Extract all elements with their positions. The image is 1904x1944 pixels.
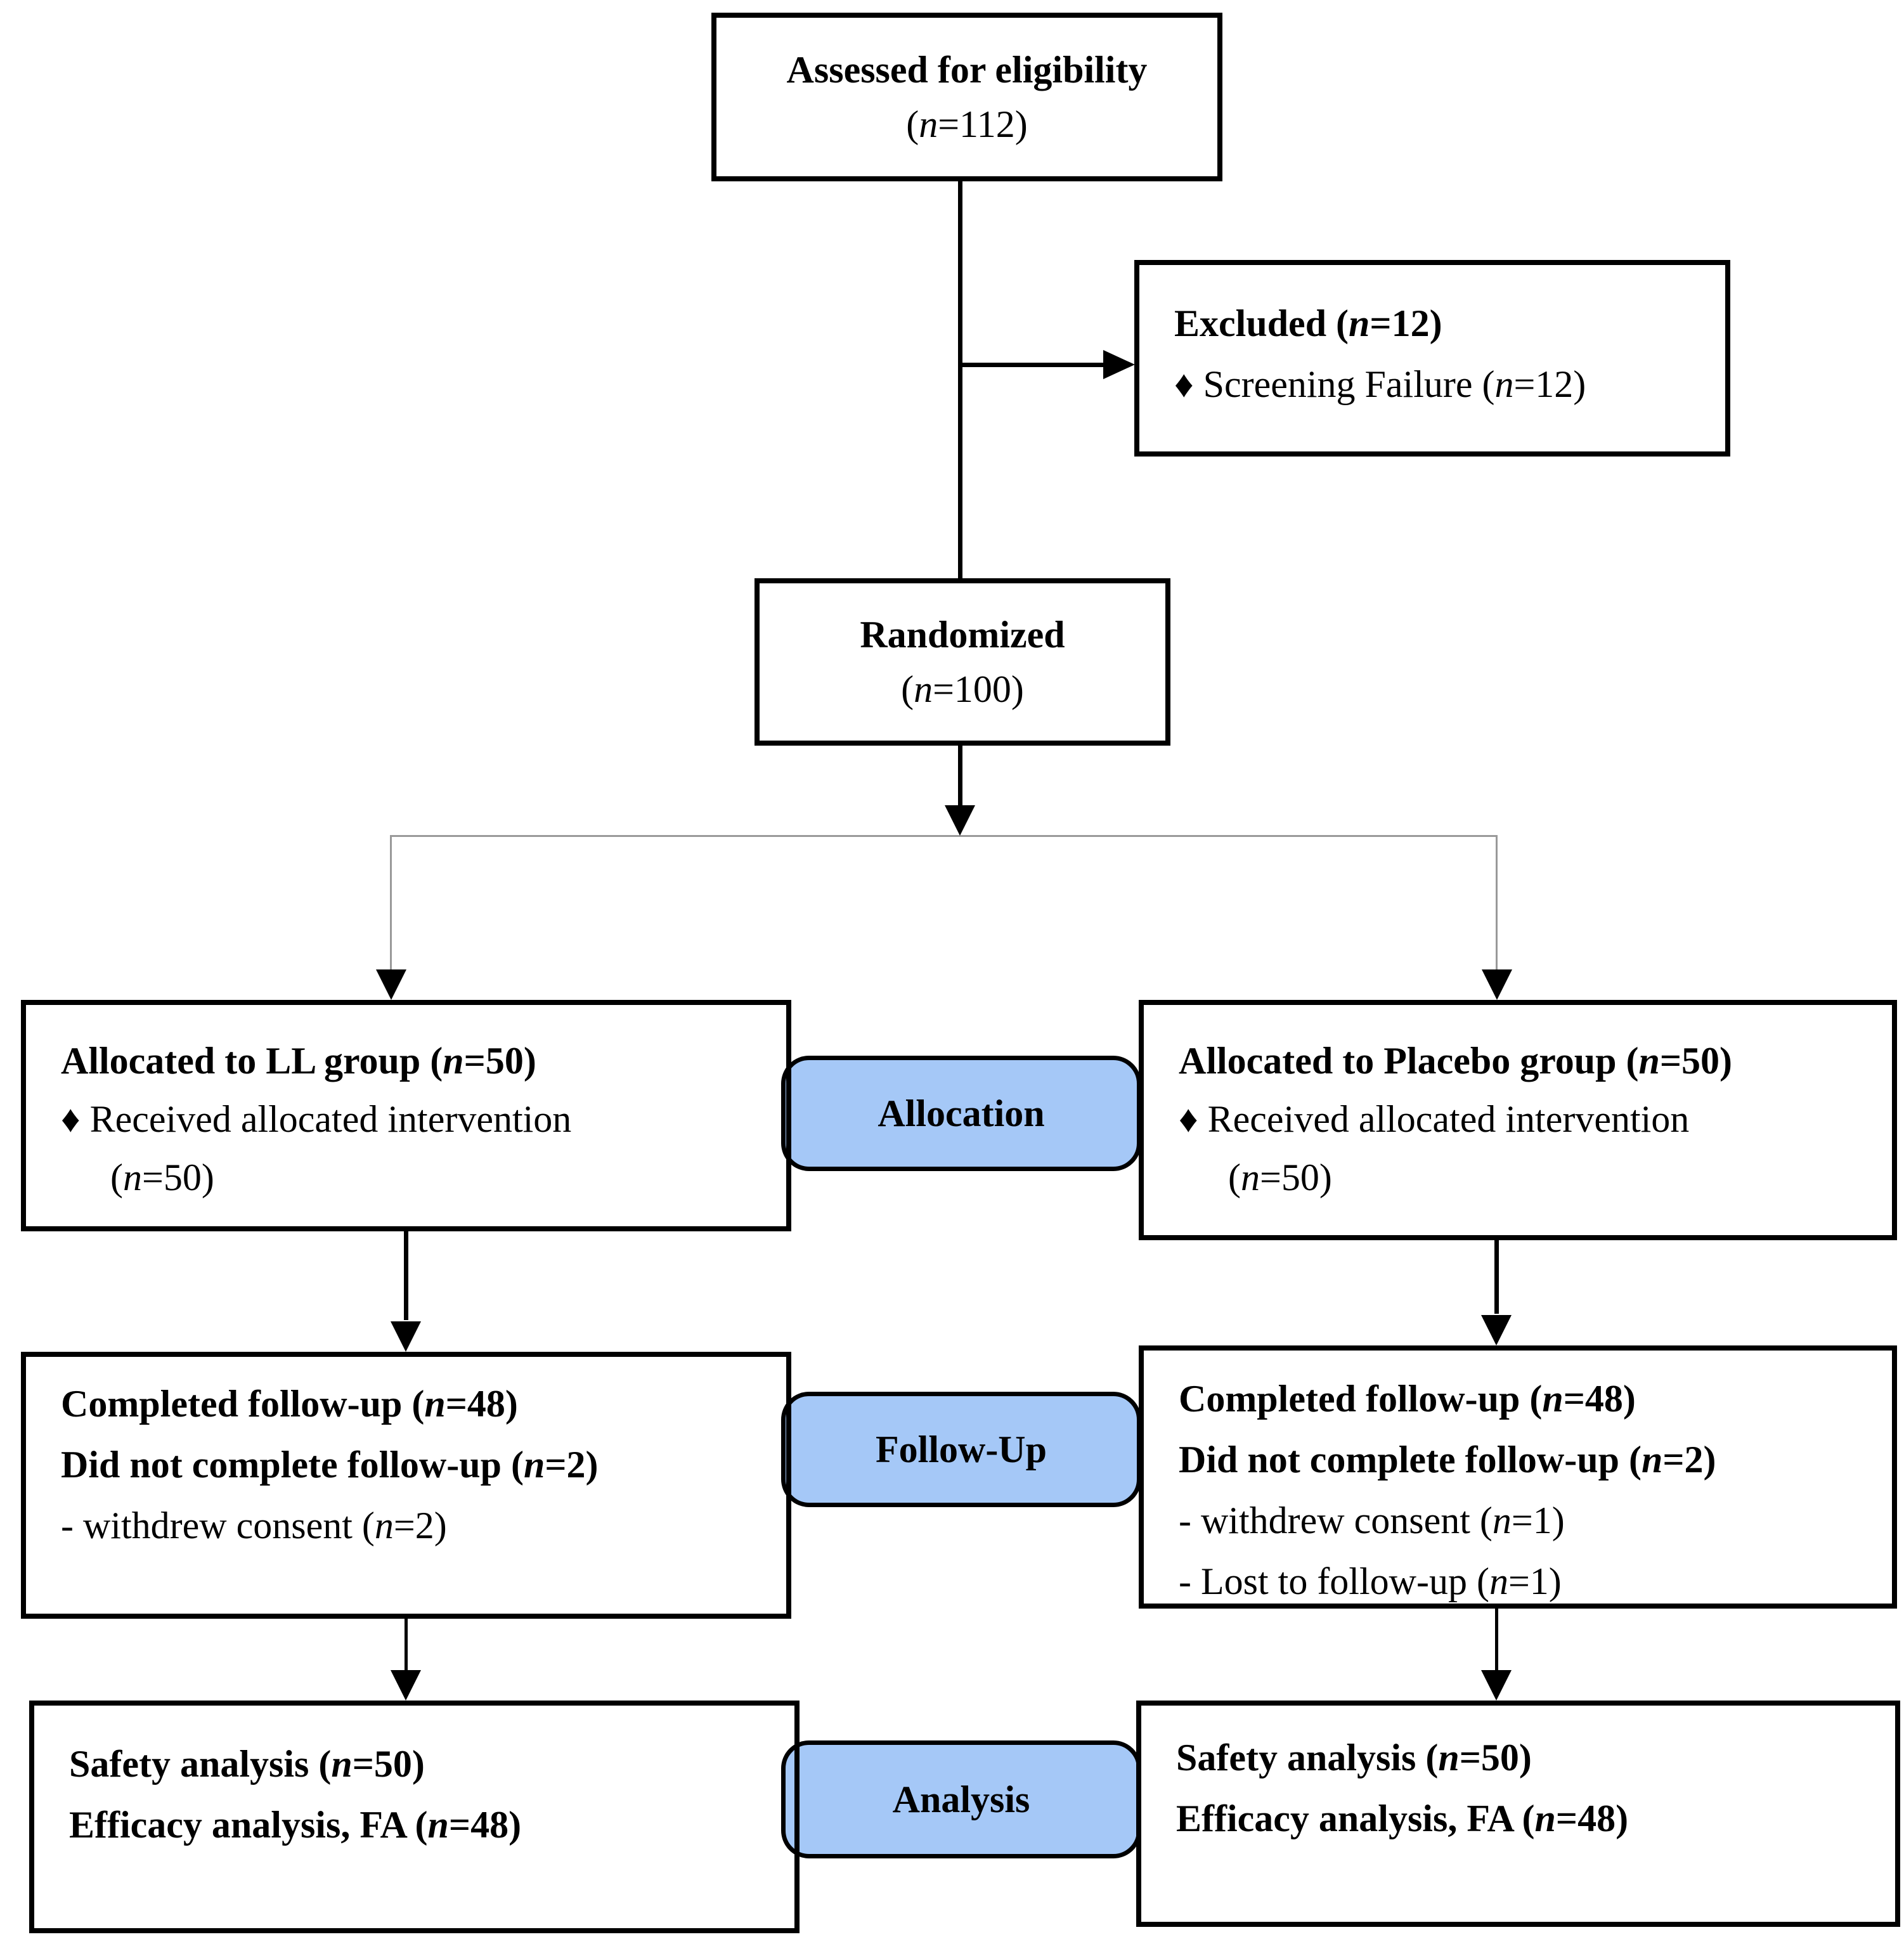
followup-left-box: Completed follow-up (n=48) Did not compl… [21, 1352, 791, 1619]
analysis-left-box: Safety analysis (n=50) Efficacy analysis… [29, 1701, 800, 1933]
connector-eligibility-randomized [958, 181, 962, 578]
fu-right-line3: - withdrew consent (n=1) [1179, 1500, 1565, 1541]
stage-follow-up: Follow-Up [781, 1392, 1141, 1507]
stage-allocation-label: Allocation [878, 1092, 1045, 1134]
stage-follow-up-label: Follow-Up [876, 1428, 1047, 1470]
randomized-title: Randomized [860, 614, 1065, 656]
eligibility-title: Assessed for eligibility [786, 49, 1148, 91]
stage-analysis: Analysis [781, 1740, 1141, 1858]
stage-analysis-label: Analysis [892, 1778, 1030, 1820]
eligibility-box: Assessed for eligibility (n=112) [711, 13, 1222, 181]
allocated-right-bullet-cont: (n=50) [1228, 1157, 1332, 1198]
analysis-right-arrowhead-icon [1481, 1670, 1512, 1701]
connector-furight-analysisright [1495, 1609, 1498, 1673]
analysis-left-arrowhead-icon [391, 1670, 421, 1701]
branch-horizontal-line [390, 835, 1497, 837]
branch-arrowhead-icon [945, 805, 975, 836]
fu-left-line1: Completed follow-up (n=48) [61, 1383, 518, 1425]
allocated-right-title: Allocated to Placebo group (n=50) [1179, 1040, 1733, 1082]
excluded-title: Excluded (n=12) [1174, 302, 1442, 344]
allocated-left-box: Allocated to LL group (n=50) ♦ Received … [21, 1000, 791, 1231]
connector-allocright-furight [1494, 1240, 1499, 1314]
alloc-right-arrowhead-icon [1482, 969, 1512, 1000]
randomized-box: Randomized (n=100) [754, 578, 1170, 746]
excluded-arrowhead-icon [1103, 350, 1135, 379]
fu-right-line4: - Lost to follow-up (n=1) [1179, 1560, 1562, 1602]
allocated-right-bullet: ♦ Received allocated intervention [1179, 1098, 1690, 1140]
excluded-box: Excluded (n=12) ♦ Screening Failure (n=1… [1134, 260, 1730, 457]
fu-left-line3: - withdrew consent (n=2) [61, 1505, 447, 1546]
fu-left-arrowhead-icon [391, 1321, 421, 1352]
fu-right-line2: Did not complete follow-up (n=2) [1179, 1439, 1716, 1481]
fu-left-line2: Did not complete follow-up (n=2) [61, 1444, 599, 1486]
eligibility-n: (n=112) [906, 103, 1028, 145]
alloc-left-arrowhead-icon [376, 969, 406, 1000]
analysis-left-line1: Safety analysis (n=50) [69, 1743, 425, 1785]
excluded-item: ♦ Screening Failure (n=12) [1174, 363, 1586, 405]
allocated-left-bullet-cont: (n=50) [110, 1157, 214, 1198]
followup-right-box: Completed follow-up (n=48) Did not compl… [1139, 1345, 1897, 1609]
allocated-left-title: Allocated to LL group (n=50) [61, 1040, 536, 1082]
analysis-right-line1: Safety analysis (n=50) [1176, 1737, 1532, 1779]
connector-fuleft-analysisleft [405, 1619, 408, 1673]
allocated-left-bullet: ♦ Received allocated intervention [61, 1098, 572, 1140]
fu-right-line1: Completed follow-up (n=48) [1179, 1378, 1636, 1420]
branch-drop-right [1496, 835, 1498, 971]
branch-drop-left [390, 835, 392, 971]
connector-randomized-branch [958, 746, 962, 807]
stage-allocation: Allocation [781, 1056, 1141, 1171]
analysis-left-line2: Efficacy analysis, FA (n=48) [69, 1804, 522, 1846]
analysis-right-line2: Efficacy analysis, FA (n=48) [1176, 1798, 1629, 1839]
fu-right-arrowhead-icon [1481, 1315, 1512, 1345]
allocated-right-box: Allocated to Placebo group (n=50) ♦ Rece… [1139, 1000, 1897, 1240]
analysis-right-box: Safety analysis (n=50) Efficacy analysis… [1136, 1701, 1900, 1927]
randomized-n: (n=100) [901, 668, 1024, 710]
connector-allocleft-fuleft [404, 1231, 408, 1320]
connector-excluded-line [960, 363, 1104, 367]
